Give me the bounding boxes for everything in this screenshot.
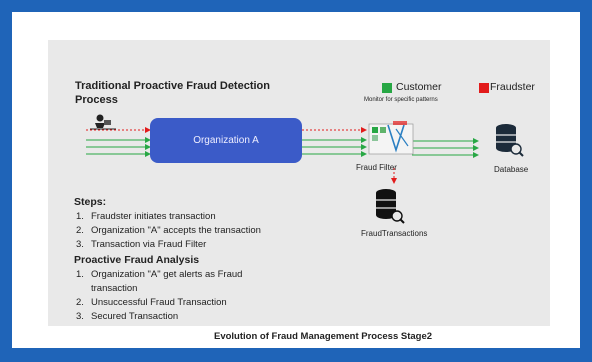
figure-caption: Evolution of Fraud Management Process St… [214,331,433,342]
organization-a-box: Organization A [150,118,302,163]
steps-list: 1.Fraudster initiates transaction 2.Orga… [76,210,316,252]
step-item: 1.Fraudster initiates transaction [76,211,216,222]
customer-legend-swatch [382,83,392,93]
steps-heading: Steps: [74,196,107,208]
analysis-heading: Proactive Fraud Analysis [74,254,200,266]
diagram-area [48,40,550,326]
fraud-filter-icon [368,121,414,155]
monitor-note: Monitor for specific patterns [364,97,438,103]
database-label: Database [494,165,529,174]
step-item: 2.Organization "A" accepts the transacti… [76,225,261,236]
step-item: 3.Transaction via Fraud Filter [76,239,207,250]
analysis-item: 2.Unsuccessful Fraud Transaction [76,297,227,308]
analysis-list: 1.Organization "A" get alerts as Fraud t… [76,268,276,324]
analysis-item: 3.Secured Transaction [76,311,179,322]
database-icon [496,124,524,157]
fraud-filter-label: Fraud Filter [356,163,397,172]
analysis-item: 1.Organization "A" get alerts as Fraud t… [76,269,243,294]
fraud-transactions-label: FraudTransactions [361,229,428,238]
fraud-transactions-db-icon [376,189,405,224]
fraudster-legend-label: Fraudster [490,81,535,93]
diagram-title: Traditional Proactive Fraud Detection Pr… [75,80,270,106]
fraudster-legend-swatch [479,83,489,93]
customer-legend-label: Customer [396,81,442,93]
fraudster-icon [90,114,116,130]
